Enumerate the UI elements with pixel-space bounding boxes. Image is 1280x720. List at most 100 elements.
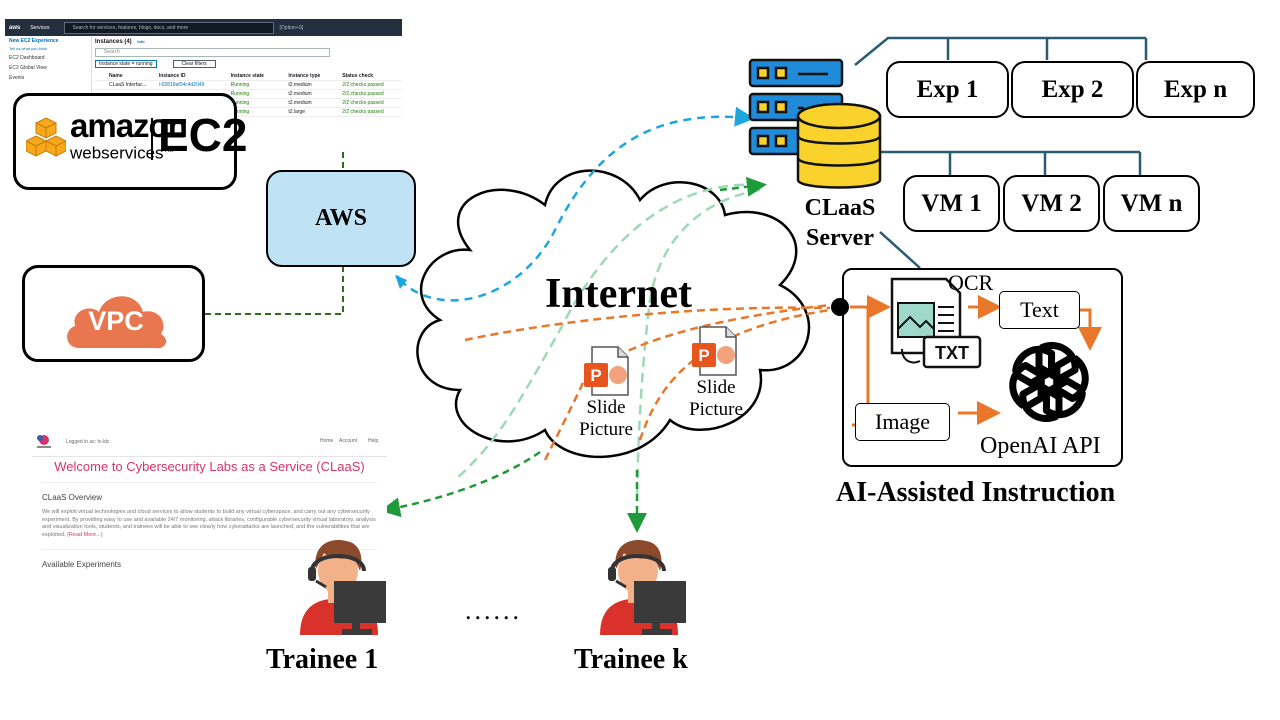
- exp-label-1: Exp 1: [916, 75, 979, 103]
- powerpoint-file-icon: P: [584, 346, 629, 396]
- tm-mark: TM: [163, 147, 174, 154]
- claas-server-icon: [748, 58, 882, 189]
- server-label: CLaaS Server: [790, 193, 890, 253]
- col-state[interactable]: Instance state: [230, 73, 264, 79]
- sidebar-item-global-view[interactable]: EC2 Global View: [9, 65, 47, 71]
- cell-status: 2/2 checks passed: [342, 82, 384, 88]
- vpc-box: VPC: [22, 265, 205, 362]
- overview-paragraph: We will exploit virtual technologies and…: [42, 509, 377, 539]
- ec2-experience-toggle[interactable]: New EC2 Experience: [9, 38, 59, 44]
- cell-status: 2/2 checks passed: [342, 100, 384, 106]
- nav-help[interactable]: Help: [368, 438, 379, 444]
- exp-label-n: Exp n: [1163, 75, 1228, 103]
- internet-label: Internet: [545, 271, 692, 317]
- sidebar-item-dashboard[interactable]: EC2 Dashboard: [9, 55, 45, 61]
- cell-status: 2/2 checks passed: [342, 91, 384, 97]
- internet-website-arrow: [380, 450, 541, 518]
- slide-path-4: [543, 377, 587, 461]
- tell-us-link[interactable]: Tell us what you think: [9, 46, 48, 51]
- ec2-cubes-icon: [26, 117, 66, 157]
- server-trainee1-lightgreen: [454, 183, 761, 481]
- vm-box-2: VM 2: [1003, 175, 1100, 232]
- text-box: Text: [999, 291, 1080, 329]
- exp-box-2: Exp 2: [1011, 61, 1134, 118]
- ai-entry-node: [831, 298, 849, 316]
- cell-status: 2/2 checks passed: [342, 109, 384, 115]
- logo-divider: [151, 118, 153, 160]
- powerpoint-file-icon: P: [692, 326, 737, 376]
- console-search-input[interactable]: Search for services, features, blogs, do…: [63, 21, 274, 34]
- exp-label-2: Exp 2: [1041, 75, 1104, 103]
- server-label-line1: CLaaS: [804, 195, 876, 221]
- server-traineek-lightgreen: [635, 188, 761, 501]
- server-label-line2: Server: [806, 225, 874, 251]
- instances-search-input[interactable]: Search: [95, 48, 330, 57]
- cell-type: t2.medium: [288, 82, 312, 88]
- search-shortcut: [Option+S]: [279, 24, 304, 31]
- vpc-aws-link: [205, 266, 344, 315]
- instances-title: Instances (4): [95, 39, 132, 45]
- exp-box-n: Exp n: [1136, 61, 1255, 118]
- clear-filters-button[interactable]: Clear filters: [172, 60, 216, 68]
- cell-instance-id[interactable]: i-02819af04c4d2049: [158, 82, 205, 88]
- slide-picture-2: P Slide Picture: [680, 325, 752, 421]
- webservices-wordmark: webservicesTM: [70, 142, 174, 163]
- cell-type: t2.medium: [288, 100, 312, 106]
- ai-assisted-panel: [842, 268, 1123, 467]
- col-status[interactable]: Status check: [342, 73, 374, 79]
- available-experiments-title: Available Experiments: [42, 560, 122, 569]
- internet-cloud: [416, 169, 811, 459]
- openai-label: OpenAI API: [980, 433, 1101, 459]
- cell-state: Running: [230, 109, 250, 115]
- trainee-k-icon: [600, 540, 686, 635]
- nav-account[interactable]: Account: [339, 438, 358, 444]
- cell-name: CLaaS Interfac...: [109, 82, 147, 88]
- filter-chip[interactable]: Instance state = running: [95, 60, 157, 68]
- slide-label-2-line2: Picture: [689, 399, 743, 420]
- webservices-text: webservices: [70, 143, 164, 163]
- trainee-ellipsis: ......: [465, 596, 522, 625]
- ocr-document-icon: TXT: [890, 277, 982, 369]
- aws-arrowhead-left: [395, 275, 407, 289]
- exp-tree: [854, 36, 1148, 66]
- read-more-link[interactable]: (Read More...): [67, 531, 103, 538]
- website-title: Welcome to Cybersecurity Labs as a Servi…: [54, 459, 365, 474]
- cell-state: Running: [230, 82, 250, 88]
- col-id[interactable]: Instance ID: [158, 73, 186, 79]
- txt-badge: TXT: [935, 343, 969, 363]
- vpc-cloud-icon: [67, 296, 167, 349]
- ec2-wordmark: EC2: [158, 109, 248, 161]
- slide-label-2-line1: Slide: [696, 377, 736, 398]
- aws-topbar: aws Services Search for services, featur…: [5, 19, 402, 36]
- slide-picture-1: P Slide Picture: [570, 345, 642, 441]
- table-row[interactable]: CLaaS Interfac... i-02819af04c4d2049 Runni…: [95, 81, 402, 90]
- aws-server-arrow: [399, 106, 755, 302]
- services-menu[interactable]: Services: [30, 24, 50, 31]
- vm-box-n: VM n: [1103, 175, 1200, 232]
- openai-logo-icon: [1009, 342, 1089, 422]
- aws-box-label: AWS: [314, 205, 368, 231]
- sidebar-item-events[interactable]: Events: [9, 75, 25, 81]
- col-name[interactable]: Name: [109, 73, 123, 79]
- exp-box-1: Exp 1: [886, 61, 1009, 118]
- info-link[interactable]: Info: [137, 39, 145, 44]
- trainee-k-label: Trainee k: [574, 644, 688, 675]
- nav-home[interactable]: Home: [320, 438, 334, 444]
- cell-type: t2.medium: [288, 91, 312, 97]
- amazon-wordmark: amazon: [70, 107, 188, 144]
- col-type[interactable]: Instance type: [288, 73, 321, 79]
- overview-title: CLaaS Overview: [42, 493, 103, 502]
- aws-console-logo: aws: [9, 24, 21, 31]
- vm-label-2: VM 2: [1021, 189, 1082, 217]
- overview-text: We will exploit virtual technologies and…: [42, 509, 376, 538]
- ai-caption: AI-Assisted Instruction: [836, 477, 1116, 508]
- trainee-1-icon: [300, 540, 386, 635]
- slide-icon-letter: P: [698, 346, 709, 365]
- logged-in-text: Logged in as: tc-ldc: [66, 439, 110, 445]
